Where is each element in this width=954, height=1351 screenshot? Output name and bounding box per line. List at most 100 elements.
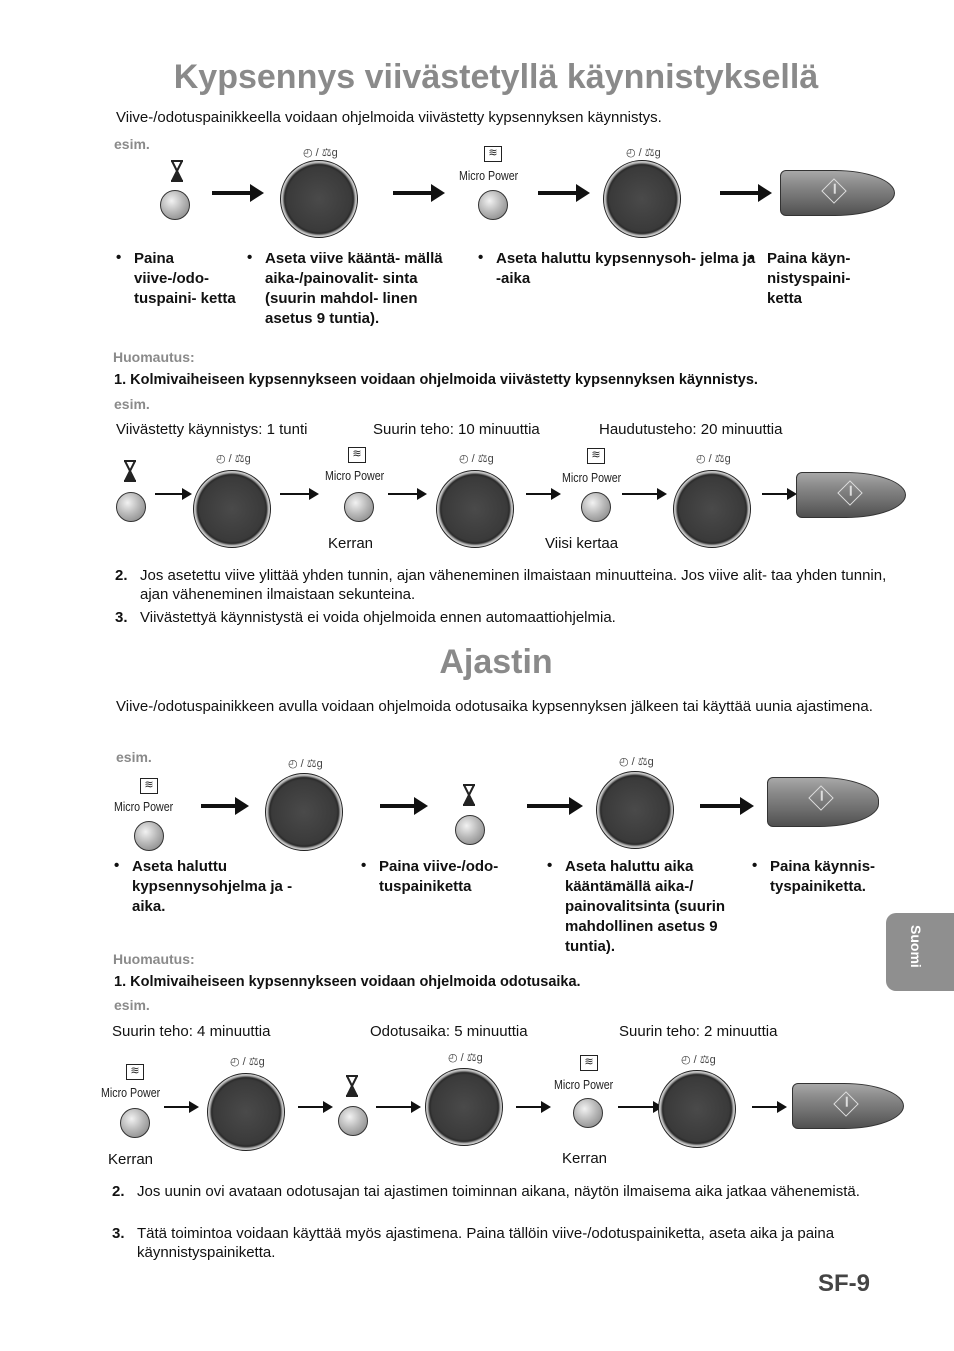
micro-power-button[interactable]: [573, 1098, 603, 1128]
micro-power-label: Micro Power: [114, 799, 174, 814]
start-button[interactable]: [792, 1083, 904, 1129]
example-label: esim.: [116, 749, 152, 765]
dial-label: ◴ / ⚖g: [619, 756, 654, 768]
example-caption: Viisi kertaa: [545, 535, 619, 552]
start-button[interactable]: [780, 170, 895, 216]
delay-button[interactable]: [116, 492, 146, 522]
example-header: Suurin teho: 10 minuuttia: [373, 421, 540, 438]
start-icon: [833, 1091, 859, 1117]
dial-label: ◴ / ⚖g: [681, 1054, 716, 1066]
hourglass-icon: [346, 1075, 358, 1097]
item-text: Viivästettyä käynnistystä ei voida ohjel…: [140, 609, 616, 626]
micro-power-label: Micro Power: [459, 168, 519, 183]
item-number: 2.: [115, 567, 128, 584]
dial-label: ◴ / ⚖g: [216, 453, 251, 465]
micro-power-button[interactable]: [344, 492, 374, 522]
arrow: [212, 184, 264, 202]
start-icon: [808, 785, 834, 811]
micro-power-button[interactable]: [581, 492, 611, 522]
section1-intro: Viive-/odotuspainikkeella voidaan ohjelm…: [116, 109, 662, 126]
step-text: Paina viive-/odo- tuspainiketta: [361, 856, 549, 897]
arrow: [516, 1101, 551, 1113]
arrow: [752, 1101, 787, 1113]
start-icon: [837, 480, 863, 506]
page-number: SF-9: [818, 1270, 871, 1297]
micro-power-icon: ≋: [348, 447, 366, 463]
example-caption: Kerran: [108, 1151, 154, 1168]
time-weight-dial[interactable]: [673, 470, 751, 548]
time-weight-dial[interactable]: [658, 1070, 736, 1148]
delay-button[interactable]: [455, 815, 485, 845]
time-weight-dial[interactable]: [603, 160, 681, 238]
example-header: Odotusaika: 5 minuuttia: [370, 1023, 528, 1040]
time-weight-dial[interactable]: [193, 470, 271, 548]
language-tab-label: Suomi: [908, 925, 924, 968]
delay-button[interactable]: [338, 1106, 368, 1136]
arrow: [388, 488, 427, 500]
time-weight-dial[interactable]: [436, 470, 514, 548]
step-text: Aseta haluttu aika kääntämällä aika-/ pa…: [547, 856, 755, 957]
note-text: 1. Kolmivaiheiseen kypsennykseen voidaan…: [114, 372, 758, 388]
item-number: 3.: [115, 609, 128, 626]
arrow: [618, 1101, 663, 1113]
arrow: [762, 488, 797, 500]
arrow: [720, 184, 772, 202]
arrow: [380, 797, 428, 815]
example-caption: Kerran: [328, 535, 374, 552]
arrow: [622, 488, 667, 500]
arrow: [538, 184, 590, 202]
arrow: [280, 488, 319, 500]
micro-power-label: Micro Power: [554, 1077, 614, 1092]
arrow: [526, 488, 561, 500]
note-text: 1. Kolmivaiheiseen kypsennykseen voidaan…: [114, 974, 581, 990]
example-label: esim.: [114, 396, 150, 412]
example-header: Haudutusteho: 20 minuuttia: [599, 421, 783, 438]
micro-power-icon: ≋: [580, 1055, 598, 1071]
start-button[interactable]: [796, 472, 906, 518]
note-item: 3. Tätä toimintoa voidaan käyttää myös a…: [112, 1224, 907, 1262]
section-title: Ajastin: [439, 643, 553, 681]
micro-power-button[interactable]: [134, 821, 164, 851]
micro-power-label: Micro Power: [101, 1085, 161, 1100]
time-weight-dial[interactable]: [265, 773, 343, 851]
micro-power-icon: ≋: [140, 778, 158, 794]
item-text: Jos asetettu viive ylittää yhden tunnin,…: [140, 567, 887, 603]
item-text: Tätä toimintoa voidaan käyttää myös ajas…: [137, 1225, 835, 1261]
dial-label: ◴ / ⚖g: [288, 758, 323, 770]
time-weight-dial[interactable]: [280, 160, 358, 238]
hourglass-icon: [463, 784, 475, 806]
example-header: Viivästetty käynnistys: 1 tunti: [116, 421, 308, 438]
micro-power-icon: ≋: [484, 146, 502, 162]
micro-power-button[interactable]: [120, 1108, 150, 1138]
start-icon: [821, 178, 847, 204]
micro-power-label: Micro Power: [325, 468, 385, 483]
arrow: [527, 797, 583, 815]
arrow: [298, 1101, 333, 1113]
arrow: [376, 1101, 421, 1113]
dial-label: ◴ / ⚖g: [696, 453, 731, 465]
item-text: Jos uunin ovi avataan odotusajan tai aja…: [137, 1183, 860, 1200]
micro-power-button[interactable]: [478, 190, 508, 220]
dial-label: ◴ / ⚖g: [303, 147, 338, 159]
time-weight-dial[interactable]: [425, 1068, 503, 1146]
step-text: Paina viive-/odo- tuspaini- ketta: [116, 248, 244, 309]
note-item: 2. Jos asetettu viive ylittää yhden tunn…: [115, 566, 910, 604]
micro-power-icon: ≋: [126, 1064, 144, 1080]
dial-label: ◴ / ⚖g: [626, 147, 661, 159]
note-label: Huomautus:: [113, 951, 195, 967]
time-weight-dial[interactable]: [207, 1073, 285, 1151]
note-item: 2. Jos uunin ovi avataan odotusajan tai …: [112, 1182, 907, 1201]
section2-intro: Viive-/odotuspainikkeen avulla voidaan o…: [116, 698, 873, 715]
start-button[interactable]: [767, 777, 879, 827]
time-weight-dial[interactable]: [596, 771, 674, 849]
dial-label: ◴ / ⚖g: [230, 1056, 265, 1068]
hourglass-icon: [171, 160, 183, 182]
example-caption: Kerran: [562, 1150, 608, 1167]
example-header: Suurin teho: 2 minuuttia: [619, 1023, 778, 1040]
arrow: [201, 797, 249, 815]
item-number: 2.: [112, 1183, 125, 1200]
language-tab: Suomi: [886, 913, 954, 991]
delay-button[interactable]: [160, 190, 190, 220]
arrow: [164, 1101, 199, 1113]
example-header: Suurin teho: 4 minuuttia: [112, 1023, 271, 1040]
